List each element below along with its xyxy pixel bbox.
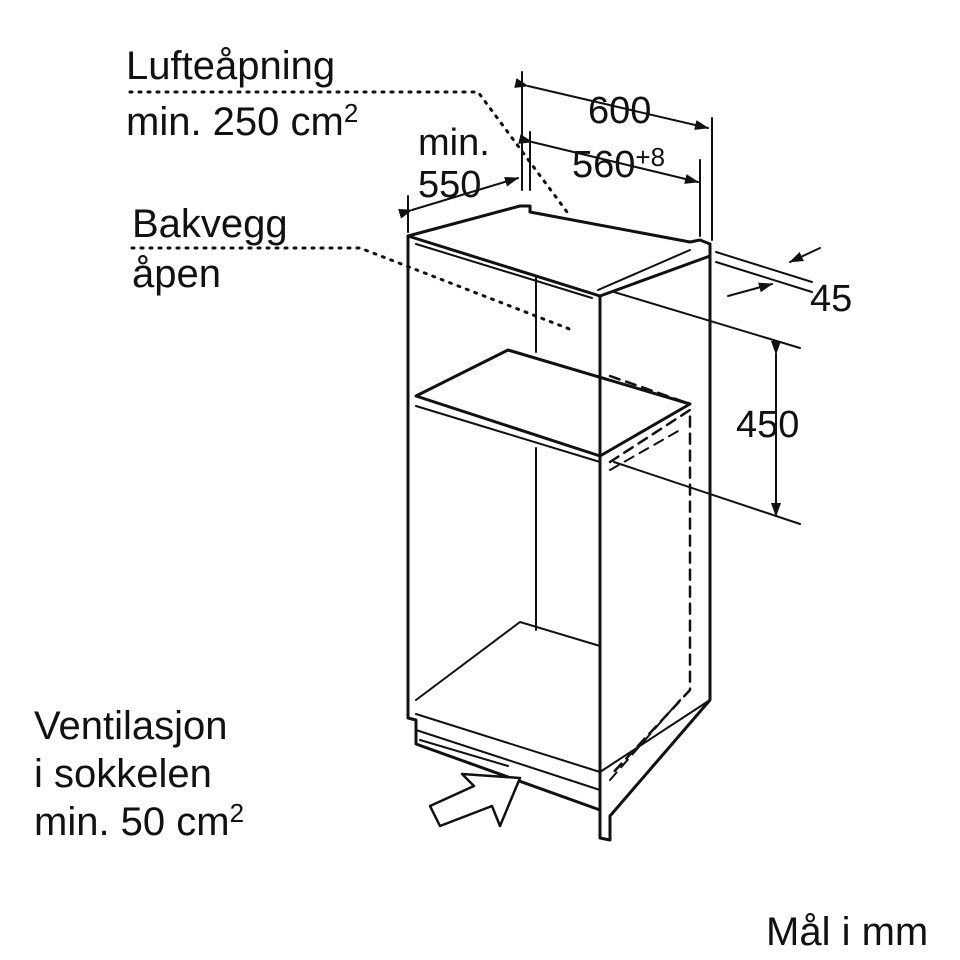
leader-air-opening bbox=[128, 90, 572, 218]
units-note: Mål i mm bbox=[766, 910, 929, 954]
dim-label-min: min. bbox=[418, 122, 490, 164]
air-opening-value: min. 250 cm2 bbox=[126, 100, 358, 144]
dim-label-550: 550 bbox=[418, 164, 482, 206]
air-intake-arrow-icon bbox=[428, 772, 522, 828]
dim-label-560-value: 560 bbox=[572, 144, 636, 186]
niche-shelf bbox=[414, 348, 692, 458]
dim-label-450: 450 bbox=[736, 404, 800, 446]
niche-hidden-outline bbox=[608, 374, 692, 778]
backwall-line2: åpen bbox=[132, 252, 221, 296]
air-opening-value-text: min. 250 cm bbox=[126, 100, 344, 144]
dim-label-560-tol: +8 bbox=[635, 142, 666, 172]
dim-label-45: 45 bbox=[810, 278, 853, 320]
ventilation-line3: min. 50 cm2 bbox=[34, 800, 244, 844]
cabinet-front-frame bbox=[406, 234, 612, 842]
dim-label-560: 560+8 bbox=[572, 144, 665, 186]
dim-label-600: 600 bbox=[588, 90, 652, 132]
dim-arrow-45-upper bbox=[789, 247, 821, 263]
leader-back-wall bbox=[130, 246, 574, 332]
cabinet-bottom bbox=[415, 621, 601, 701]
ventilation-line1: Ventilasjon bbox=[34, 704, 228, 748]
dim-line-560 bbox=[518, 134, 699, 184]
dim-arrow-45-lower bbox=[727, 282, 773, 297]
air-opening-sup: 2 bbox=[343, 98, 359, 128]
air-opening-title: Lufteåpning bbox=[126, 44, 336, 88]
backwall-line1: Bakvegg bbox=[132, 202, 288, 246]
ventilation-line3-text: min. 50 cm bbox=[34, 800, 230, 844]
dim-line-600 bbox=[514, 78, 709, 130]
cabinet-left-edge bbox=[406, 234, 602, 812]
ventilation-sup: 2 bbox=[229, 798, 245, 828]
dim-line-550 bbox=[398, 176, 519, 219]
cabinet-top bbox=[406, 204, 712, 246]
ventilation-line2: i sokkelen bbox=[34, 752, 212, 796]
plinth bbox=[415, 729, 601, 791]
